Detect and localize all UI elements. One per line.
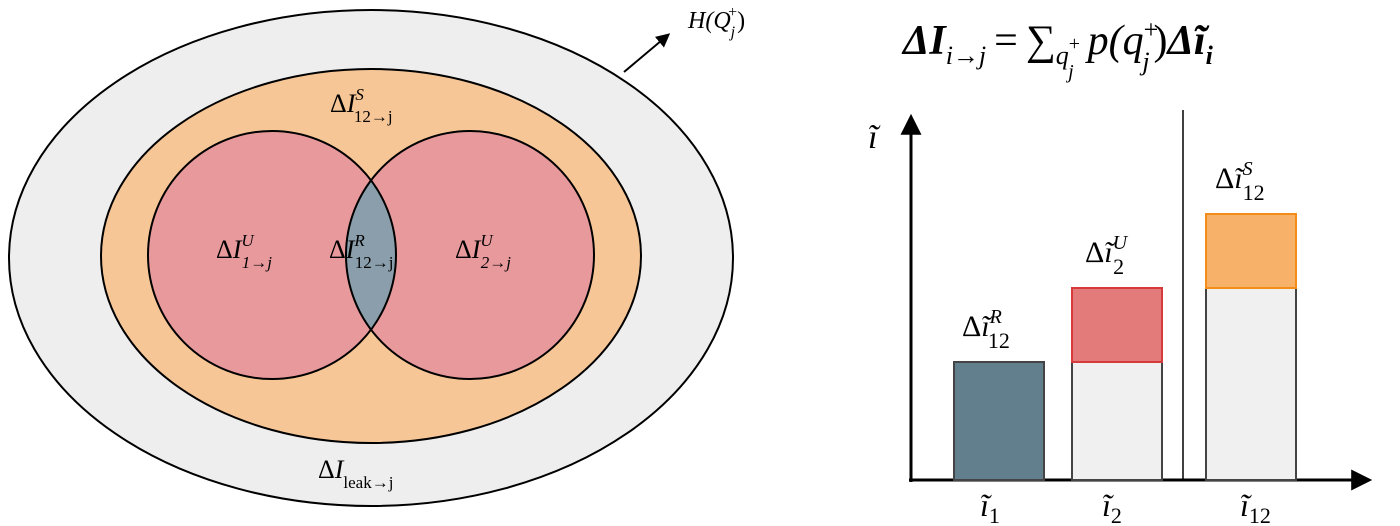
bar-unique: [1071, 287, 1163, 363]
bar-synergy: [1205, 213, 1297, 289]
bar-i2-base: [1071, 361, 1163, 481]
entropy-label: H(Qj+): [687, 4, 745, 41]
entropy-pointer-arrow: [623, 33, 671, 73]
x-tick-label-i1: ĩ1: [980, 487, 1000, 526]
source2-circle-outline: [345, 130, 595, 380]
bar-redundant: [953, 361, 1045, 481]
x-tick-label-i12: ĩ12: [1240, 487, 1271, 526]
leak-venn-label: ΔIleak→j: [318, 455, 393, 492]
source1-circle-outline: [147, 130, 397, 380]
bar-i12-base: [1205, 287, 1297, 481]
y-axis-label: ĩ: [868, 119, 881, 156]
pid-formula: ΔIi→j=∑q+jp(q+j)Δĩi: [901, 15, 1214, 83]
source2-circle: [346, 131, 594, 379]
source1-circle: [148, 131, 396, 379]
x-tick-label-i2: ĩ2: [1102, 487, 1122, 526]
